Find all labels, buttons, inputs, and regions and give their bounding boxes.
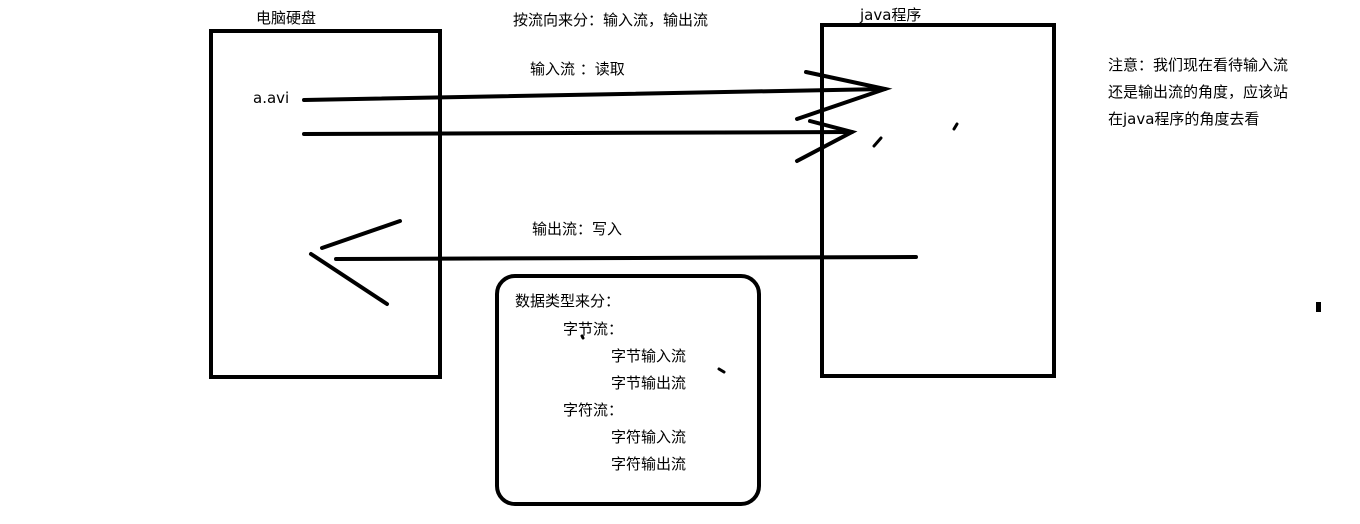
byte-output-label: 字节输出流 [611, 374, 687, 392]
note-line-3: 在java程序的角度去看 [1108, 110, 1260, 128]
disk-box [209, 29, 442, 379]
file-label: a.avi [253, 89, 290, 107]
input-arrow-top [302, 70, 893, 121]
note-line-2: 还是输出流的角度，应该站 [1108, 83, 1289, 101]
output-stream-label: 输出流：写入 [532, 220, 623, 238]
byte-stream-label: 字节流： [563, 320, 624, 338]
char-input-label: 字符输入流 [611, 428, 687, 446]
java-box-label: java程序 [860, 6, 922, 24]
output-arrow [309, 219, 918, 306]
direction-title: 按流向来分：输入流，输出流 [513, 11, 709, 29]
stray-marks [580, 122, 959, 374]
char-stream-label: 字符流： [563, 401, 624, 419]
data-type-title: 数据类型来分： [515, 292, 621, 310]
java-program-box [820, 23, 1056, 378]
input-stream-label: 输入流 ：读取 [530, 60, 625, 78]
disk-box-label: 电脑硬盘 [256, 9, 317, 27]
stray-mark-right [1316, 302, 1321, 312]
input-arrow-bottom [302, 119, 858, 163]
char-output-label: 字符输出流 [611, 455, 687, 473]
data-type-box [495, 274, 761, 506]
note-line-1: 注意：我们现在看待输入流 [1108, 56, 1289, 74]
byte-input-label: 字节输入流 [611, 347, 687, 365]
